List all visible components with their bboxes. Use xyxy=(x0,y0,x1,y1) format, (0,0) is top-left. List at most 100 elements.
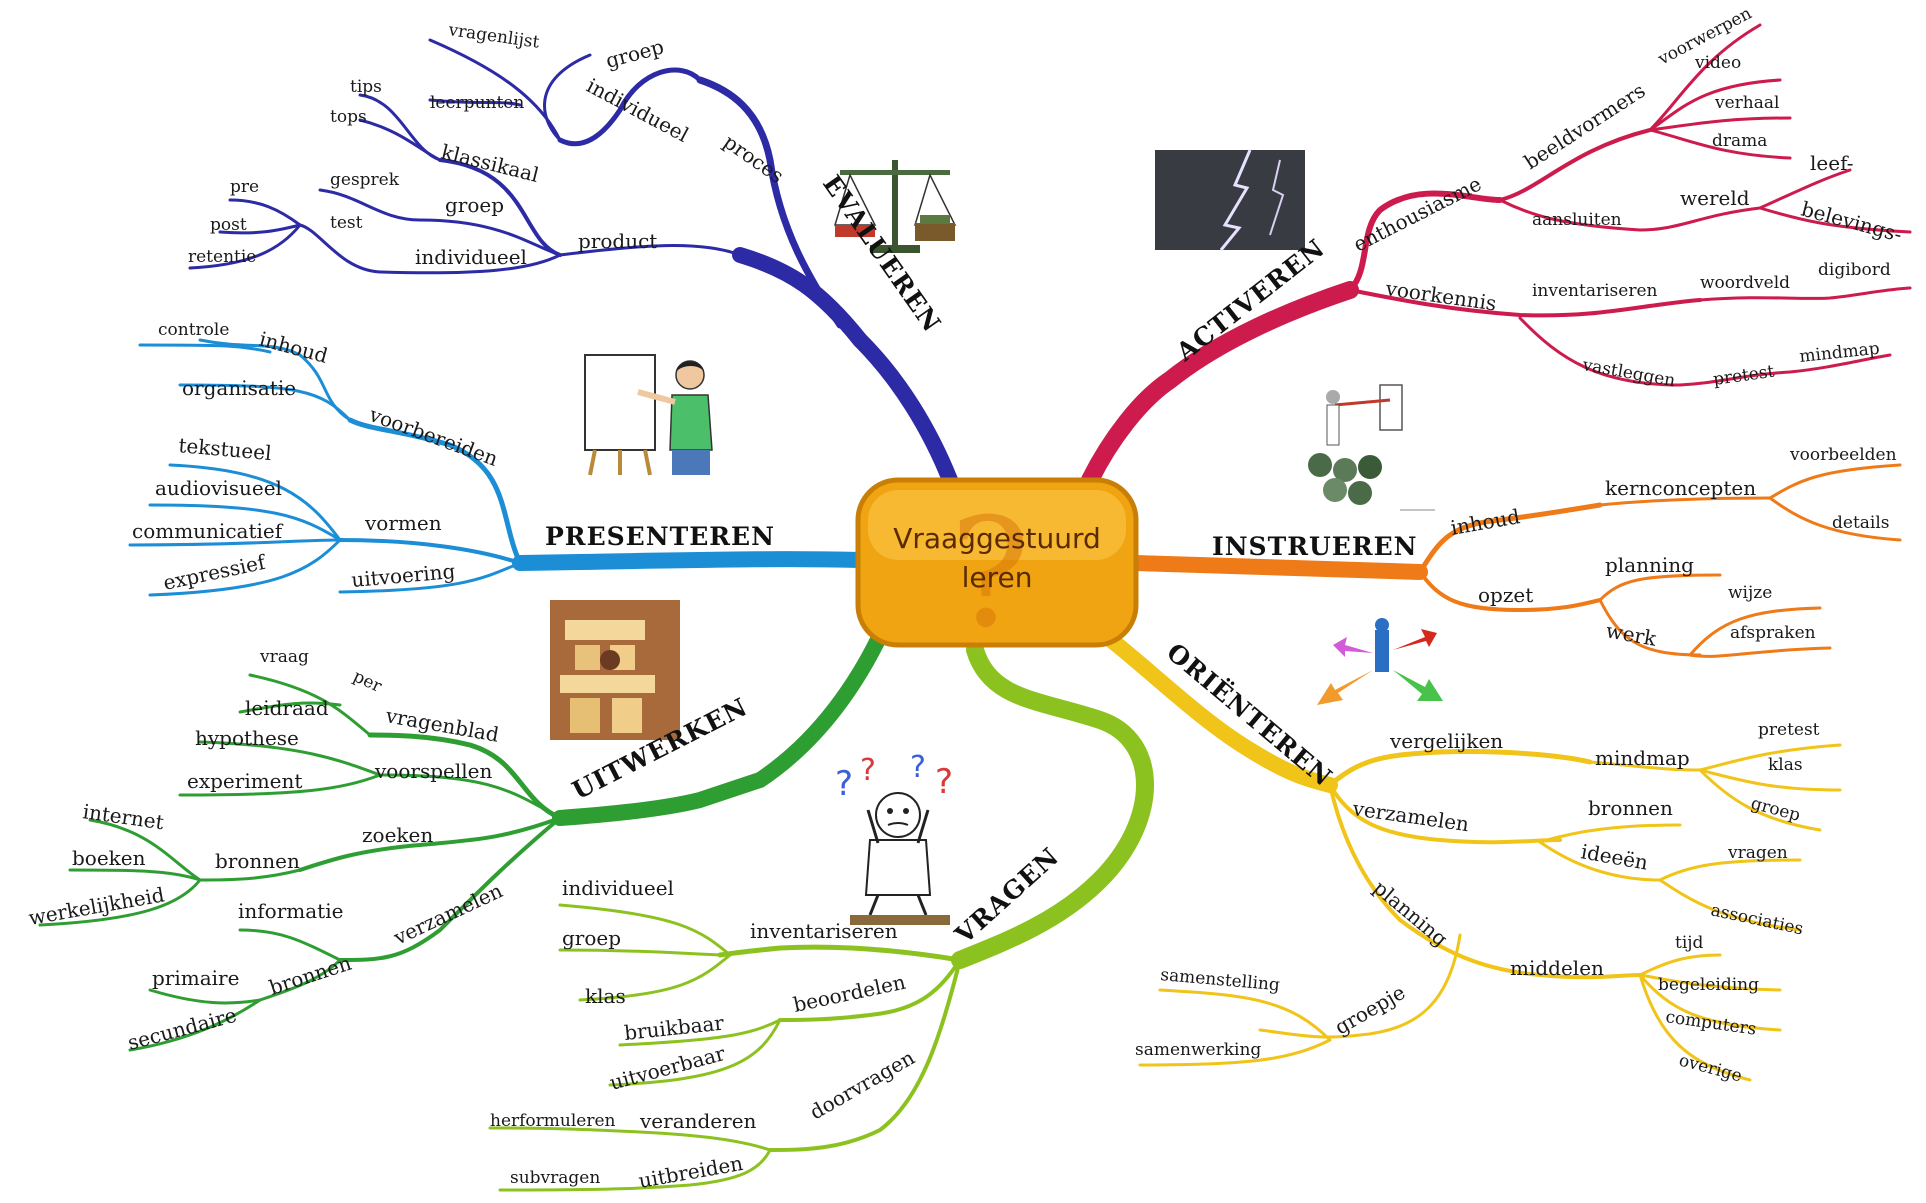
presenteren-subtree xyxy=(128,338,523,597)
node-doorvragen: doorvragen xyxy=(806,1045,919,1124)
orienteren-link xyxy=(1538,823,1682,844)
node-overige: overige xyxy=(1677,1051,1744,1087)
main-label-presenteren: PRESENTEREN xyxy=(545,522,775,551)
orienteren-link xyxy=(1638,973,1782,992)
node-groep-or: groep xyxy=(1749,794,1803,826)
uitwerken-link xyxy=(198,868,302,882)
evalueren-subtree xyxy=(188,38,844,329)
uitwerken-link xyxy=(238,928,342,962)
instrueren-link xyxy=(1768,463,1902,500)
svg-text:?: ? xyxy=(835,764,853,804)
uitwerken-link xyxy=(367,732,563,821)
node-expressief: expressief xyxy=(161,550,269,595)
node-tops: tops xyxy=(330,107,367,127)
node-bronnen: bronnen xyxy=(215,849,300,873)
evalueren-link xyxy=(543,53,592,142)
uitwerken-link xyxy=(68,868,202,882)
center-title-line1: Vraaggestuurd xyxy=(893,522,1101,555)
uitwerken-link xyxy=(38,878,202,927)
presenteren-link xyxy=(338,561,522,594)
svg-text:?: ? xyxy=(910,750,926,785)
orienteren-link xyxy=(1658,858,1802,882)
node-pre: pre xyxy=(230,177,259,197)
presenteren-link xyxy=(347,417,523,566)
activeren-link xyxy=(1648,128,1792,160)
node-organisatie: organisatie xyxy=(182,376,296,400)
orienteren-link xyxy=(1638,973,1782,1032)
vragen-link xyxy=(768,958,962,1152)
node-leidraad: leidraad xyxy=(245,696,329,720)
teacher-group-icon xyxy=(1308,384,1435,511)
node-wereld: wereld xyxy=(1680,186,1750,210)
instrueren-link xyxy=(1598,496,1772,507)
activeren-link xyxy=(1648,23,1762,132)
node-werkelijkheid: werkelijkheid xyxy=(27,882,167,930)
presenter-easel-icon xyxy=(584,354,713,476)
building-blocks-icon xyxy=(550,600,680,740)
node-middelen: middelen xyxy=(1510,956,1604,980)
node-samenwerking: samenwerking xyxy=(1135,1040,1261,1060)
activeren-link xyxy=(1648,78,1782,132)
evalueren-link xyxy=(378,253,562,275)
main-label-orienteren: ORIËNTEREN xyxy=(1161,637,1338,792)
vragen-subtree xyxy=(488,903,963,1192)
evalueren-link xyxy=(298,223,382,274)
node-associaties: associaties xyxy=(1709,900,1805,939)
uitwerken-link xyxy=(198,740,382,777)
evalueren-link xyxy=(438,158,562,257)
evalueren-link xyxy=(218,223,302,235)
evalueren-link xyxy=(428,38,562,142)
node-enthousiasme: enthousiasme xyxy=(1349,171,1485,256)
orienteren-link xyxy=(1327,749,1593,788)
main-branches xyxy=(512,247,1428,969)
balance-scale-icon xyxy=(833,160,957,253)
vragen-link xyxy=(717,944,963,963)
node-gesprek: gesprek xyxy=(330,170,400,190)
uitwerken-subtree xyxy=(38,673,563,1052)
vragen-link xyxy=(778,958,962,1022)
svg-text:?: ? xyxy=(860,753,876,788)
instrueren-subtree xyxy=(1417,463,1902,658)
instrueren-link xyxy=(1688,646,1832,658)
instrueren-link xyxy=(1418,570,1602,613)
node-individueel-2: individueel xyxy=(415,245,527,269)
instrueren-link xyxy=(1598,598,1702,657)
node-inventariseren: inventariseren xyxy=(1532,281,1658,301)
node-test: test xyxy=(330,213,363,233)
orienteren-link xyxy=(1258,933,1462,1039)
node-experiment: experiment xyxy=(187,769,302,793)
node-inventariseren-vr: inventariseren xyxy=(750,919,898,943)
node-groep-vr: groep xyxy=(562,926,621,950)
orienteren-link xyxy=(1538,840,1662,882)
node-vraag: vraag xyxy=(259,647,309,667)
uitwerken-link xyxy=(178,773,382,797)
activeren-link xyxy=(1498,198,1762,232)
node-digibord: digibord xyxy=(1818,260,1891,280)
node-details: details xyxy=(1832,513,1890,533)
vragen-link xyxy=(578,953,732,1002)
instrueren-link xyxy=(1417,502,1603,575)
evalueren-link xyxy=(558,244,742,257)
node-vragen-or: vragen xyxy=(1727,843,1788,863)
vragen-link xyxy=(558,903,732,957)
node-retentie: retentie xyxy=(188,247,256,267)
evalueren-link xyxy=(188,223,302,270)
node-controle: controle xyxy=(158,320,229,340)
orienteren-link xyxy=(1698,768,1822,832)
instrueren-link xyxy=(1598,573,1722,602)
node-groepje: groepje xyxy=(1331,980,1410,1039)
uitwerken-link xyxy=(378,773,562,820)
node-zoeken: zoeken xyxy=(362,823,433,847)
node-bronnen-2: bronnen xyxy=(266,951,354,1000)
node-mindmap-or: mindmap xyxy=(1595,746,1690,770)
node-planning: planning xyxy=(1605,553,1694,577)
orienteren-link xyxy=(1698,768,1842,792)
center-question-mark: ? xyxy=(950,487,1030,661)
node-secundaire: secundaire xyxy=(125,1003,239,1055)
presenteren-link xyxy=(198,338,352,422)
uitwerken-link xyxy=(338,816,562,962)
evalueren-link xyxy=(418,218,562,257)
presenteren-link xyxy=(128,538,342,547)
activeren-link xyxy=(1758,206,1912,234)
